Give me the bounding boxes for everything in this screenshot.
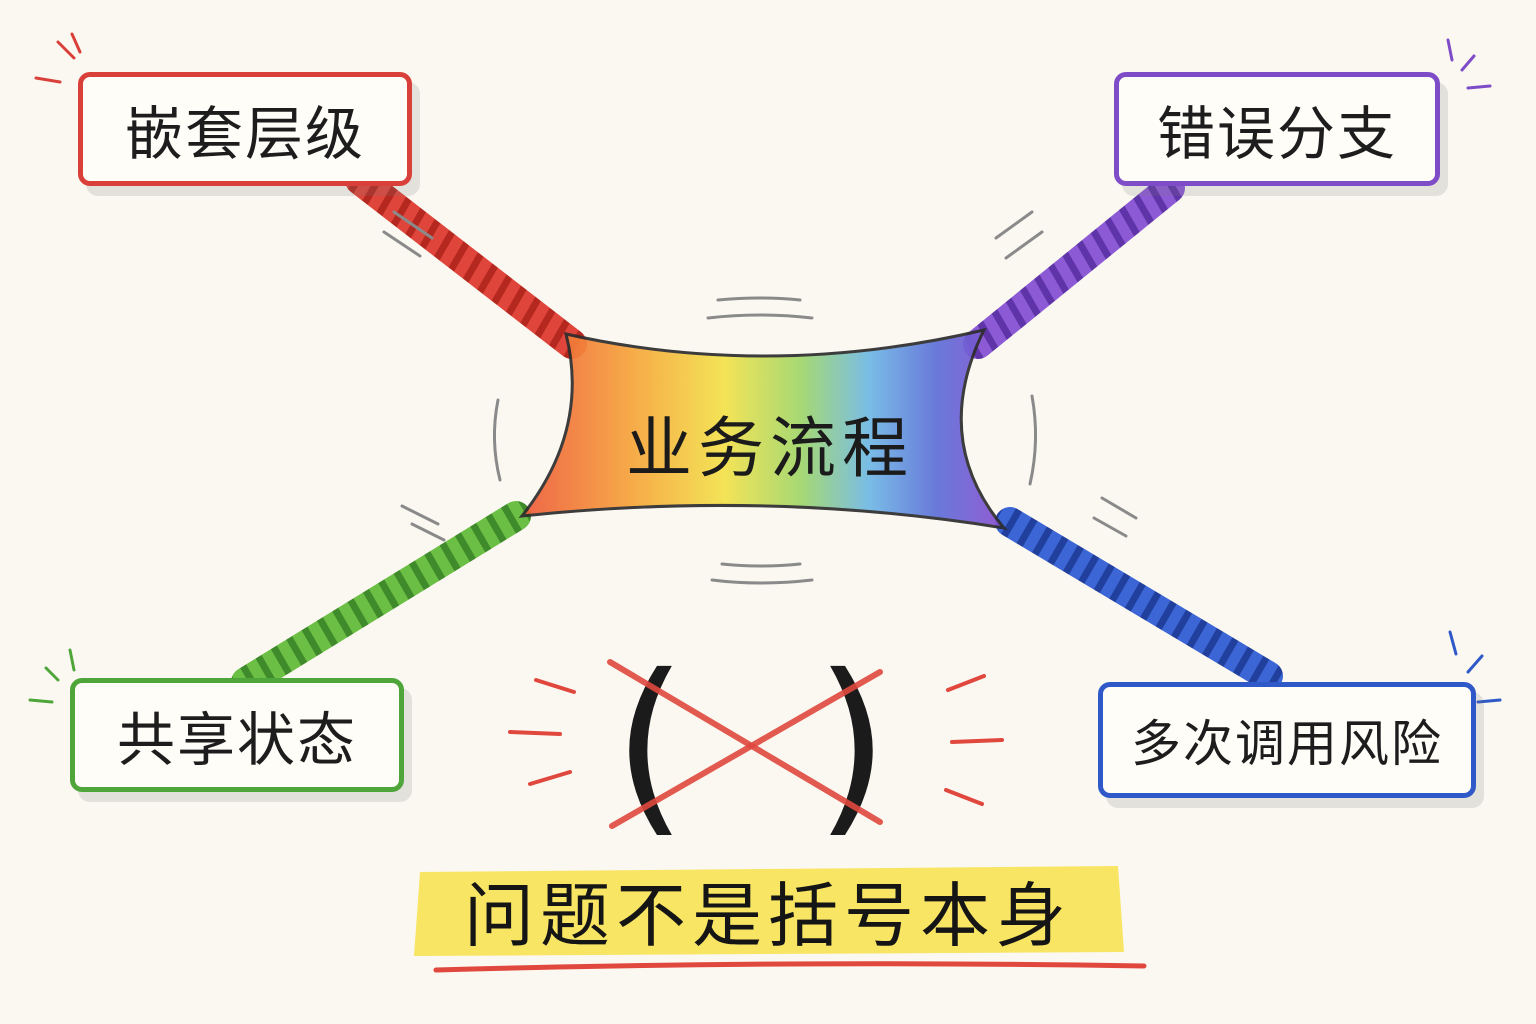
node-label: 嵌套层级 [124,100,365,168]
node-label: 共享状态 [116,706,357,774]
caption-highlight [414,866,1124,956]
node-multiple-call-risk: 多次调用风险 [1098,682,1476,798]
center-label: 业务流程 [626,410,914,487]
cross-line-2 [609,669,883,829]
node-error-branches: 错误分支 [1114,72,1440,186]
node-nested-levels: 嵌套层级 [78,72,412,186]
rope-bottom-left [231,501,531,697]
node-label: 多次调用风险 [1131,715,1443,773]
burst-top-left [34,32,82,84]
node-shared-state: 共享状态 [70,678,404,792]
center-stretched-shape [518,327,1008,531]
caption-text: 问题不是括号本身 [464,874,1072,957]
node-label: 错误分支 [1156,100,1397,168]
caption-underline [433,961,1147,973]
cross-line-1 [607,659,883,825]
burst-bottom-left [28,648,76,704]
burst-top-right [1446,38,1492,90]
tension-marks [382,210,1138,585]
rope-top-left [345,165,587,359]
rope-top-right [963,173,1185,359]
crossed-parentheses: ( ) [508,634,1004,855]
rope-bottom-right [995,507,1283,691]
burst-bottom-right [1448,630,1502,704]
